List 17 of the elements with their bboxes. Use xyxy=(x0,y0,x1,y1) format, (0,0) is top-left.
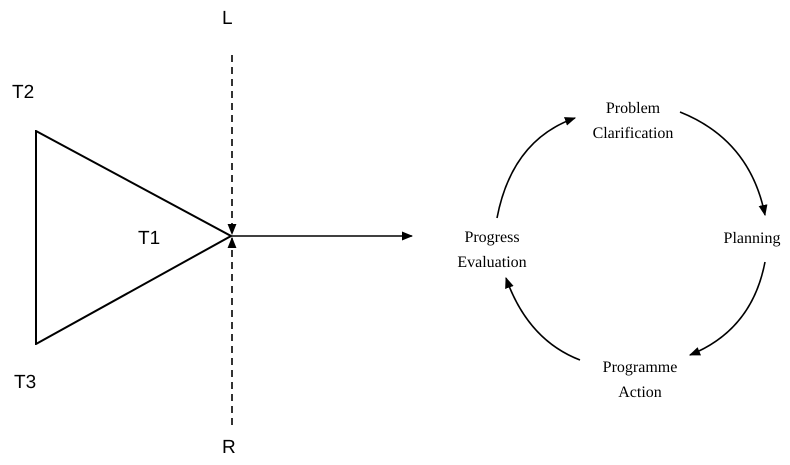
vertex-label: T2 xyxy=(12,82,34,104)
stage-label: Problem Clarification xyxy=(578,96,688,146)
axis-label: L xyxy=(222,8,244,34)
arrow xyxy=(232,232,414,240)
axis-label: R xyxy=(222,437,244,463)
vertex-label: T3 xyxy=(14,372,36,394)
stage-label: Planning xyxy=(714,226,790,250)
dashed-arrow xyxy=(228,236,236,425)
dashed-arrow xyxy=(228,55,236,236)
triangle-shape xyxy=(35,130,232,345)
stage-label: Progress Evaluation xyxy=(446,225,538,275)
arrow xyxy=(680,111,768,216)
vertex-label: T1 xyxy=(138,228,160,250)
arrow xyxy=(505,276,580,361)
arrow xyxy=(688,262,766,356)
stage-label: Programme Action xyxy=(588,355,692,405)
arrow xyxy=(496,117,576,218)
